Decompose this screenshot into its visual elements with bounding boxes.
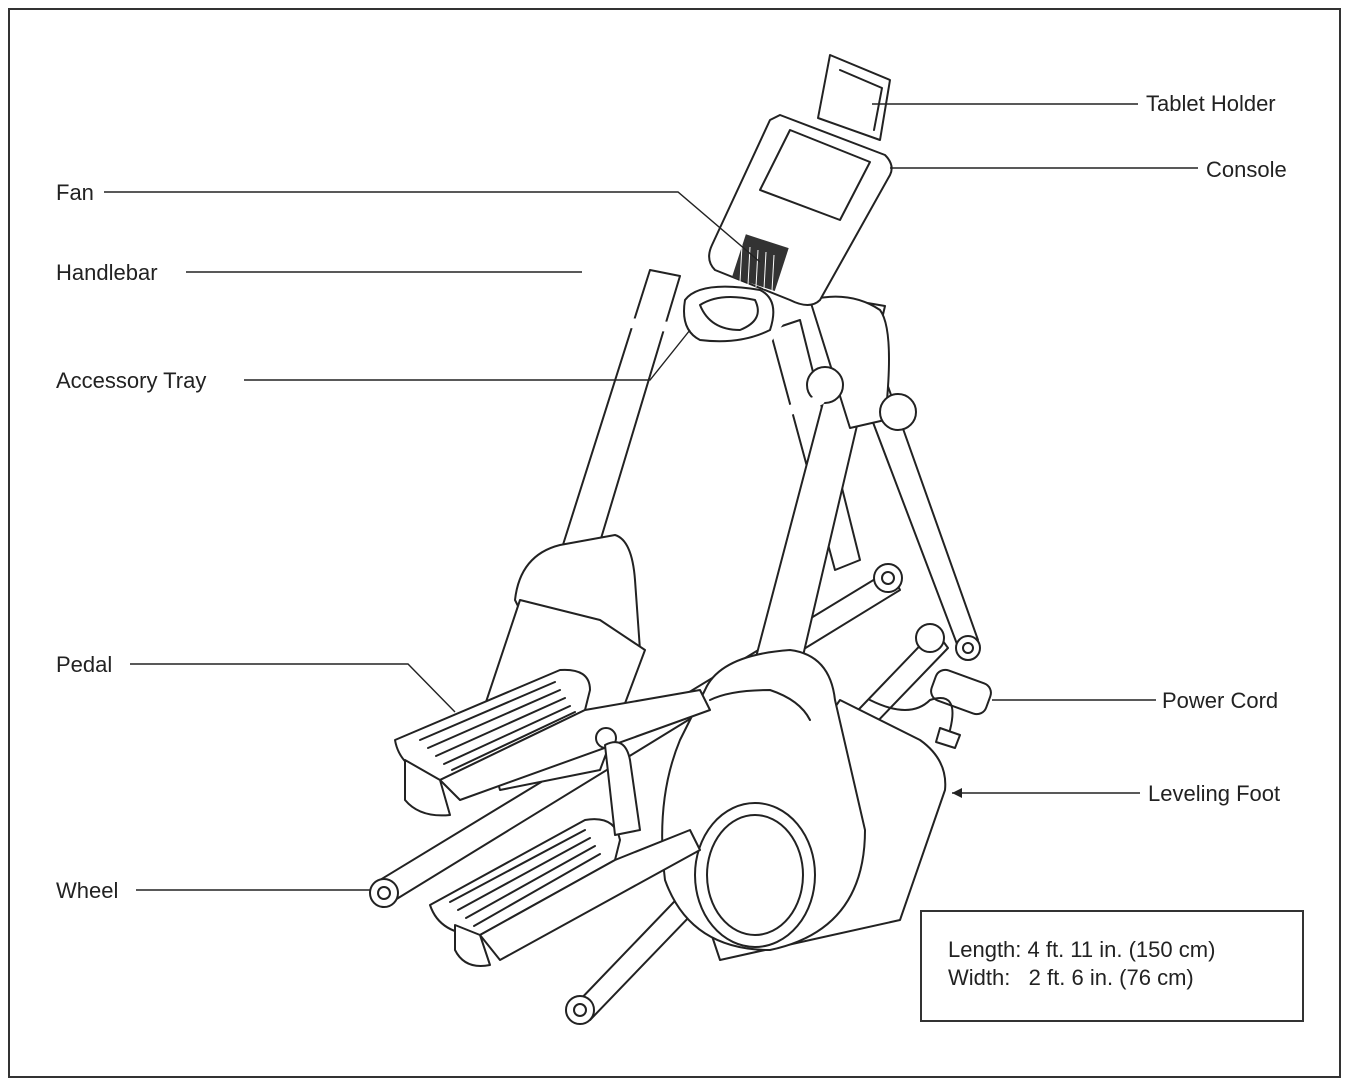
label-wheel: Wheel (56, 878, 119, 903)
label-console: Console (1206, 157, 1287, 182)
label-pedal: Pedal (56, 652, 113, 677)
flywheel-housing (661, 649, 947, 961)
label-leveling-foot: Leveling Foot (1148, 781, 1281, 806)
label-accessory-tray: Accessory Tray (56, 368, 207, 393)
label-handlebar: Handlebar (56, 260, 158, 285)
tablet-holder-art (817, 54, 891, 141)
handlebars-art (575, 105, 853, 426)
accessory-tray-art (683, 285, 775, 343)
leveling-foot-arrow (952, 788, 962, 798)
power-cord-art (869, 668, 992, 749)
upper-pedal-art (394, 668, 711, 817)
dimension-width: Width: 2 ft. 6 in. (76 cm) (948, 965, 1194, 990)
wheels-art (369, 878, 595, 1025)
dimensions-box: Length: 4 ft. 11 in. (150 cm) Width: 2 f… (920, 910, 1304, 1022)
label-power-cord: Power Cord (1162, 688, 1279, 713)
console-art (708, 114, 893, 306)
label-fan: Fan (56, 180, 94, 205)
label-tablet-holder: Tablet Holder (1146, 91, 1276, 116)
lower-pedal-art (429, 741, 701, 967)
dimension-length: Length: 4 ft. 11 in. (150 cm) (948, 937, 1216, 962)
leader-lines (104, 103, 1198, 891)
